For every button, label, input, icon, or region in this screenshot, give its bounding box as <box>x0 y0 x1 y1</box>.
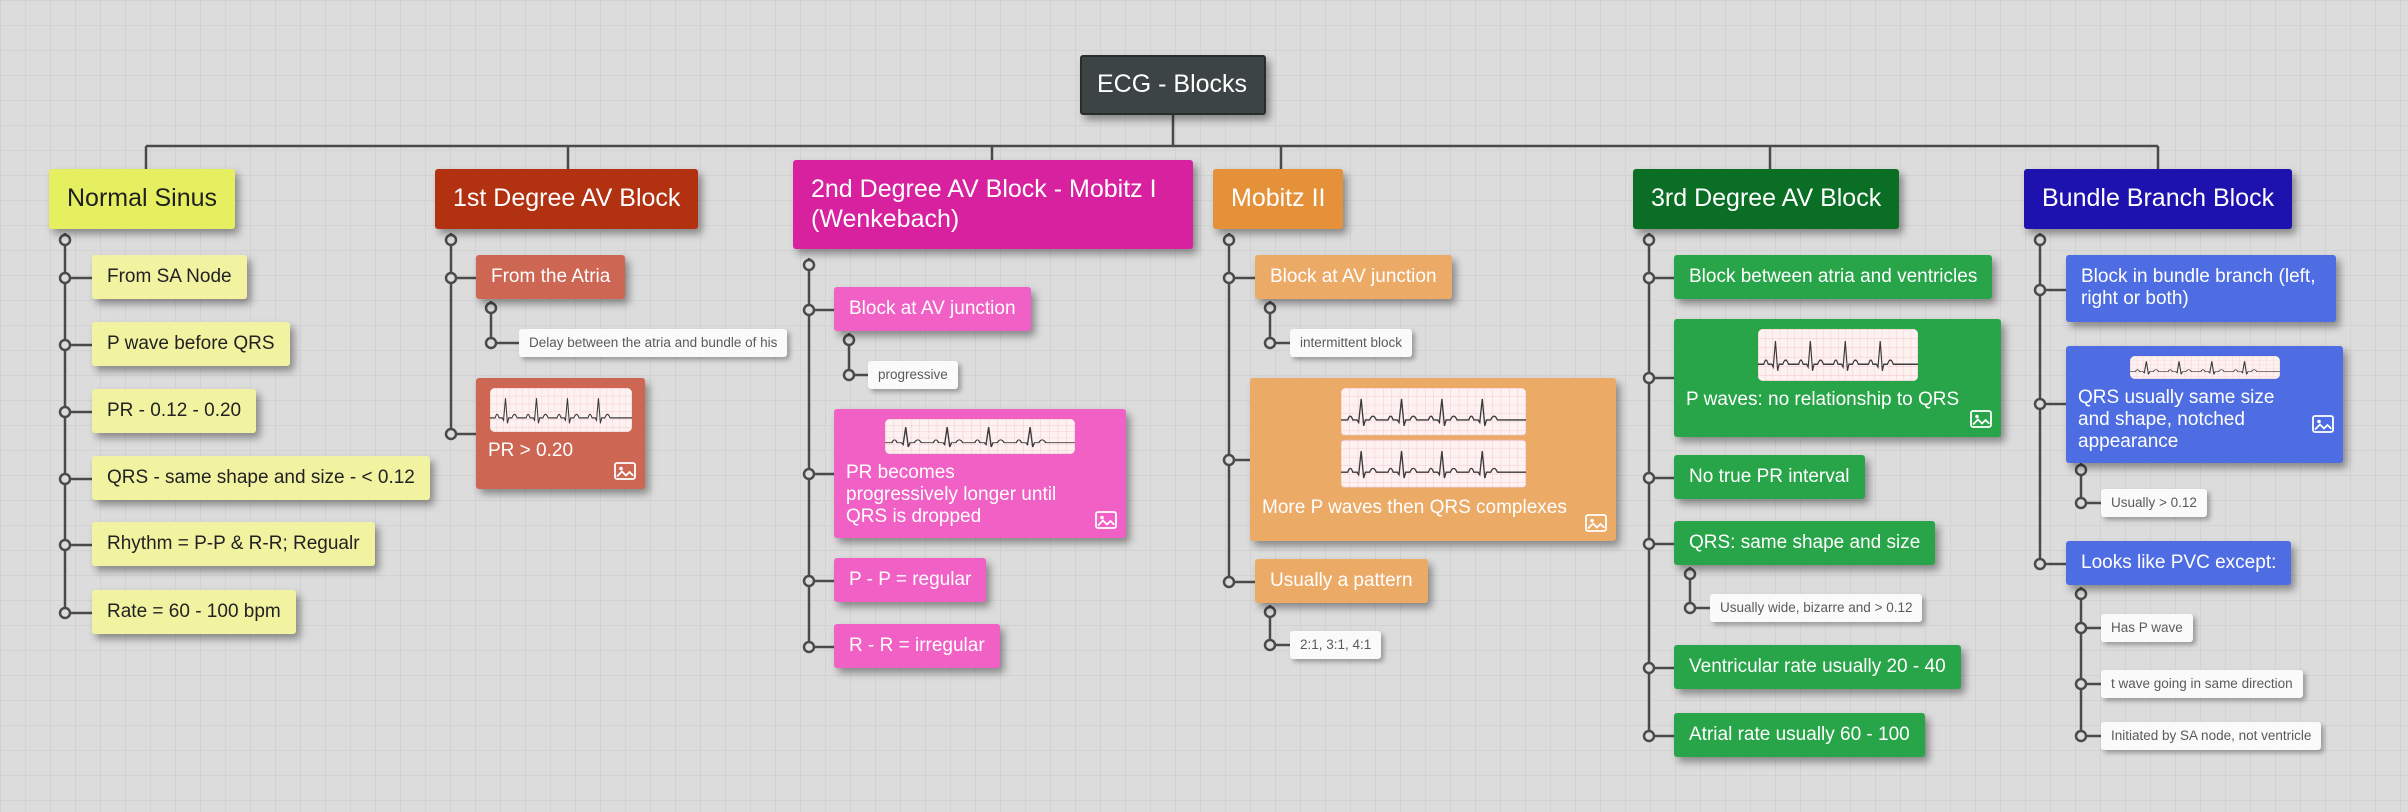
node-usually-a-pattern[interactable]: Usually a pattern <box>1255 559 1428 604</box>
node-label: PR becomes progressively longer until QR… <box>846 461 1057 527</box>
note-usually-gt-012[interactable]: Usually > 0.12 <box>2101 489 2207 518</box>
node-pr-gt-020[interactable]: PR > 0.20 <box>476 378 645 489</box>
branch-1st-degree-av-block[interactable]: 1st Degree AV Block <box>435 169 699 229</box>
node-label: QRS usually same size and shape, notched… <box>2078 386 2275 452</box>
node-rr-irregular[interactable]: R - R = irregular <box>834 624 1000 669</box>
node-qrs-shape-size[interactable]: QRS - same shape and size - < 0.12 <box>92 456 430 501</box>
node-pp-regular[interactable]: P - P = regular <box>834 558 987 603</box>
node-no-true-pr-interval[interactable]: No true PR interval <box>1674 455 1865 500</box>
node-block-at-av-junction[interactable]: Block at AV junction <box>834 287 1031 332</box>
node-rate-60-100[interactable]: Rate = 60 - 100 bpm <box>92 590 296 635</box>
node-label: PR > 0.20 <box>488 440 574 461</box>
branch-2nd-degree-av-block-mobitz-1[interactable]: 2nd Degree AV Block - Mobitz I (Wenkebac… <box>793 160 1193 249</box>
branch-normal-sinus[interactable]: Normal Sinus <box>49 169 236 229</box>
node-p-wave-before-qrs[interactable]: P wave before QRS <box>92 322 290 367</box>
ecg-strip-image <box>1757 329 1918 381</box>
node-block-at-av-junction[interactable]: Block at AV junction <box>1255 255 1452 300</box>
note-delay-atria-bundle[interactable]: Delay between the atria and bundle of hi… <box>519 329 788 358</box>
node-label: P waves: no relationship to QRS <box>1686 389 1960 410</box>
note-has-p-wave[interactable]: Has P wave <box>2101 614 2193 643</box>
image-attachment-icon[interactable] <box>1585 514 1607 532</box>
note-intermittent-block[interactable]: intermittent block <box>1290 329 1413 358</box>
node-ventricular-rate[interactable]: Ventricular rate usually 20 - 40 <box>1674 645 1961 690</box>
node-atrial-rate[interactable]: Atrial rate usually 60 - 100 <box>1674 713 1925 758</box>
node-p-waves-no-relationship[interactable]: P waves: no relationship to QRS <box>1674 319 2001 437</box>
image-attachment-icon[interactable] <box>614 462 636 480</box>
note-pattern-ratios[interactable]: 2:1, 3:1, 4:1 <box>1290 631 1382 660</box>
node-pr-interval[interactable]: PR - 0.12 - 0.20 <box>92 389 257 434</box>
note-initiated-by-sa-node[interactable]: Initiated by SA node, not ventricle <box>2101 722 2322 751</box>
note-t-wave-same-direction[interactable]: t wave going in same direction <box>2101 670 2303 699</box>
ecg-strip-image <box>1340 388 1526 488</box>
ecg-strip-image <box>489 388 632 432</box>
note-progressive[interactable]: progressive <box>868 361 958 390</box>
node-qrs-notched[interactable]: QRS usually same size and shape, notched… <box>2066 346 2343 463</box>
note-wide-bizarre[interactable]: Usually wide, bizarre and > 0.12 <box>1710 594 1923 623</box>
image-attachment-icon[interactable] <box>1970 410 1992 428</box>
image-attachment-icon[interactable] <box>1095 511 1117 529</box>
root-node-ecg-blocks[interactable]: ECG - Blocks <box>1080 55 1266 115</box>
node-more-p-waves[interactable]: More P waves then QRS complexes <box>1250 378 1616 541</box>
image-attachment-icon[interactable] <box>2312 415 2334 433</box>
node-label: More P waves then QRS complexes <box>1262 497 1567 518</box>
node-block-in-bundle-branch[interactable]: Block in bundle branch (left, right or b… <box>2066 255 2336 322</box>
ecg-strip-image <box>885 419 1075 454</box>
node-from-sa-node[interactable]: From SA Node <box>92 255 247 300</box>
node-from-the-atria[interactable]: From the Atria <box>476 255 626 300</box>
node-rhythm-regular[interactable]: Rhythm = P-P & R-R; Regualr <box>92 522 375 567</box>
branch-bundle-branch-block[interactable]: Bundle Branch Block <box>2024 169 2293 229</box>
node-looks-like-pvc[interactable]: Looks like PVC except: <box>2066 541 2292 586</box>
node-qrs-same-shape-size[interactable]: QRS: same shape and size <box>1674 521 1936 566</box>
node-block-atria-ventricles[interactable]: Block between atria and ventricles <box>1674 255 1993 300</box>
branch-3rd-degree-av-block[interactable]: 3rd Degree AV Block <box>1633 169 1900 229</box>
branch-mobitz-ii[interactable]: Mobitz II <box>1213 169 1344 229</box>
node-pr-progressively-longer[interactable]: PR becomes progressively longer until QR… <box>834 409 1126 538</box>
ecg-strip-image <box>2129 356 2280 379</box>
